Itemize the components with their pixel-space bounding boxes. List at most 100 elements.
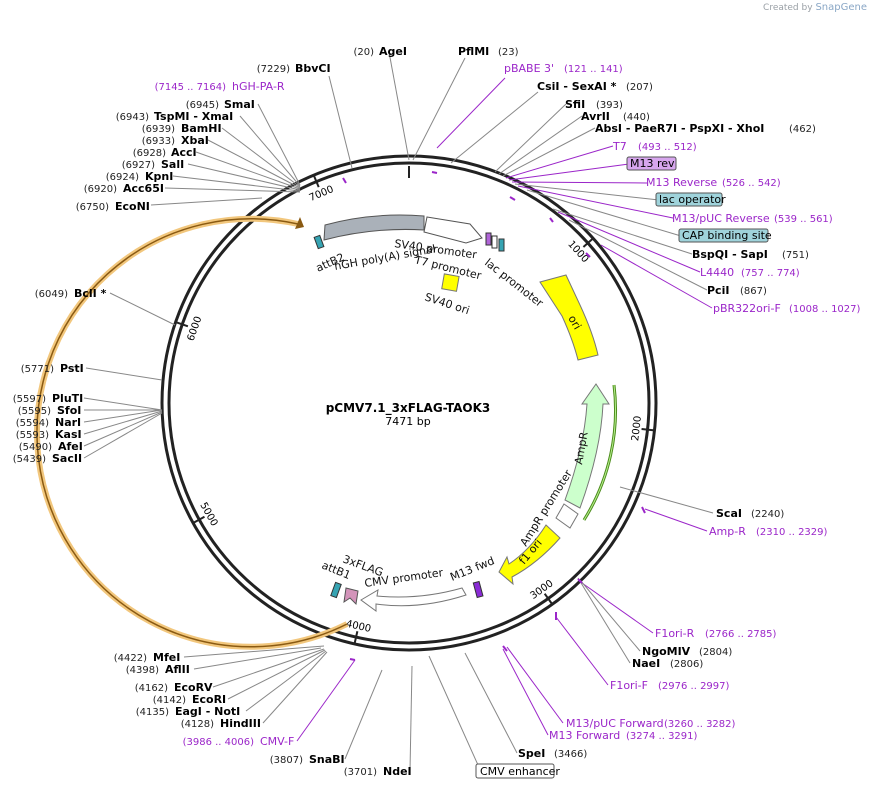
site-num-xbai: (6933) <box>142 136 175 147</box>
snapgene-credit: Created by SnapGene <box>763 2 867 13</box>
site-m13-puc-forward: M13/pUC Forward <box>566 717 664 730</box>
site-bbvci: BbvCI <box>295 62 331 75</box>
site-ngomiv: NgoMIV <box>642 645 691 658</box>
leader-lines <box>83 51 714 772</box>
site-num-absi-xhoi: (462) <box>789 124 816 135</box>
tick-mark <box>641 427 655 432</box>
site-num-m13-forward: (3274 .. 3291) <box>626 731 698 742</box>
site-acci: AccI <box>171 146 197 159</box>
site-csii-sexai: CsiI - SexAI * <box>537 80 617 93</box>
site-aflii: AflII <box>165 663 190 676</box>
site-kpni: KpnI <box>145 170 173 183</box>
feature-attb1 <box>330 581 342 599</box>
insert-arrowhead <box>295 217 304 229</box>
primer-markers <box>342 171 646 661</box>
tick-mark <box>582 237 594 248</box>
site-m13-reverse: M13 Reverse <box>646 176 717 189</box>
site-spei: SpeI <box>518 747 545 760</box>
site-avrii: AvrII <box>581 110 610 123</box>
backbone <box>160 154 658 652</box>
site-num-nari: (5594) <box>16 418 49 429</box>
site-cmv-enhancer: CMV enhancer <box>480 765 560 778</box>
site-psti: PstI <box>60 362 84 375</box>
site-bcli: BclI * <box>74 287 107 300</box>
site-num-bcli: (6049) <box>35 289 68 300</box>
feature-m13-fwd <box>472 580 484 599</box>
created-by-text: Created by <box>763 3 813 13</box>
site-pflmi: PflMI <box>458 45 489 58</box>
cmv-enhancer-box <box>475 763 555 779</box>
site-num-cmv-f: (3986 .. 4006) <box>183 737 255 748</box>
site-bspqi-sapi: BspQI - SapI <box>692 248 768 261</box>
site-hgh-pa-r: hGH-PA-R <box>232 80 285 93</box>
site-eagi-noti: EagI - NotI <box>175 705 240 718</box>
site-smai: SmaI <box>224 98 255 111</box>
site-ndei: NdeI <box>383 765 412 778</box>
site-num-sacii: (5439) <box>13 454 46 465</box>
site-naei: NaeI <box>632 657 660 670</box>
site-l4440: L4440 <box>700 266 734 279</box>
site-num-pbabe3: (121 .. 141) <box>564 64 623 75</box>
site-num-acc65i: (6920) <box>84 184 117 195</box>
hgh-polya-label: hGH poly(A) signal <box>333 242 436 273</box>
tick-label: 2000 <box>630 415 644 442</box>
site-num-spei: (3466) <box>554 749 587 760</box>
site-f1ori-r: F1ori-R <box>655 627 695 640</box>
site-econi: EcoNI <box>115 200 150 213</box>
site-ecorv: EcoRV <box>174 681 213 694</box>
site-num-l4440: (757 .. 774) <box>741 268 800 279</box>
site-pbr322ori-f: pBR322ori-F <box>713 302 781 315</box>
site-snabi: SnaBI <box>309 753 345 766</box>
site-num-sali: (6927) <box>122 160 155 171</box>
site-m13-forward: M13 Forward <box>549 729 620 742</box>
site-num-hindiii: (4128) <box>181 719 214 730</box>
site-pluti: PluTI <box>52 392 83 405</box>
site-f1ori-f: F1ori-F <box>610 679 648 692</box>
site-num-aflii: (4398) <box>126 665 159 676</box>
site-num-f1ori-r: (2766 .. 2785) <box>705 629 777 640</box>
site-amp-r: Amp-R <box>709 525 746 538</box>
site-num-csii-sexai: (207) <box>626 82 653 93</box>
site-num-ecorv: (4162) <box>135 683 168 694</box>
m13-fwd-label: M13 fwd <box>448 554 496 584</box>
site-m13-rev: M13 rev <box>630 157 675 170</box>
site-acc65i: Acc65I <box>123 182 164 195</box>
site-sacii: SacII <box>52 452 82 465</box>
site-num-m13-puc-forward: (3260 .. 3282) <box>664 719 736 730</box>
site-num-avrii: (440) <box>623 112 650 123</box>
site-hindiii: HindIII <box>220 717 261 730</box>
site-m13-puc-reverse: M13/pUC Reverse <box>672 212 770 225</box>
feature-sv40-ori <box>441 273 460 292</box>
lac-promoter-label: lac promoter <box>482 256 546 310</box>
site-num-pflmi: (23) <box>498 47 519 58</box>
site-sfii: SfiI <box>565 98 585 111</box>
site-num-pcii: (867) <box>740 286 767 297</box>
plasmid-name: pCMV7.1_3xFLAG-TAOK3 <box>326 401 491 416</box>
feature-3xflag <box>343 587 359 606</box>
site-cmv-f: CMV-F <box>260 735 294 748</box>
site-num-sfii: (393) <box>596 100 623 111</box>
site-num-f1ori-f: (2976 .. 2997) <box>658 681 730 692</box>
site-lac-operator: lac operator <box>659 193 726 206</box>
site-num-pluti: (5597) <box>13 394 46 405</box>
site-sfoi: SfoI <box>57 404 81 417</box>
tick-label: 6000 <box>186 315 205 343</box>
tick-mark <box>312 174 320 188</box>
tick-mark <box>192 515 205 524</box>
site-num-bspqi-sapi: (751) <box>782 250 809 261</box>
site-num-bamhi: (6939) <box>142 124 175 135</box>
site-num-m13-puc-reverse: (539 .. 561) <box>774 214 833 225</box>
site-num-psti: (5771) <box>21 364 54 375</box>
m13-rev-box <box>626 156 677 171</box>
feature-sv40-promoter <box>423 216 483 244</box>
site-afei: AfeI <box>58 440 83 453</box>
site-num-hgh-pa-r: (7145 .. 7164) <box>155 82 227 93</box>
feature-hgh-polya <box>323 214 425 241</box>
site-num-acci: (6928) <box>133 148 166 159</box>
site-num-ngomiv: (2804) <box>699 647 732 658</box>
site-num-pbr322ori-f: (1008 .. 1027) <box>789 304 861 315</box>
site-num-econi: (6750) <box>76 202 109 213</box>
site-num-tspmi-xmai: (6943) <box>116 112 149 123</box>
site-num-snabi: (3807) <box>270 755 303 766</box>
